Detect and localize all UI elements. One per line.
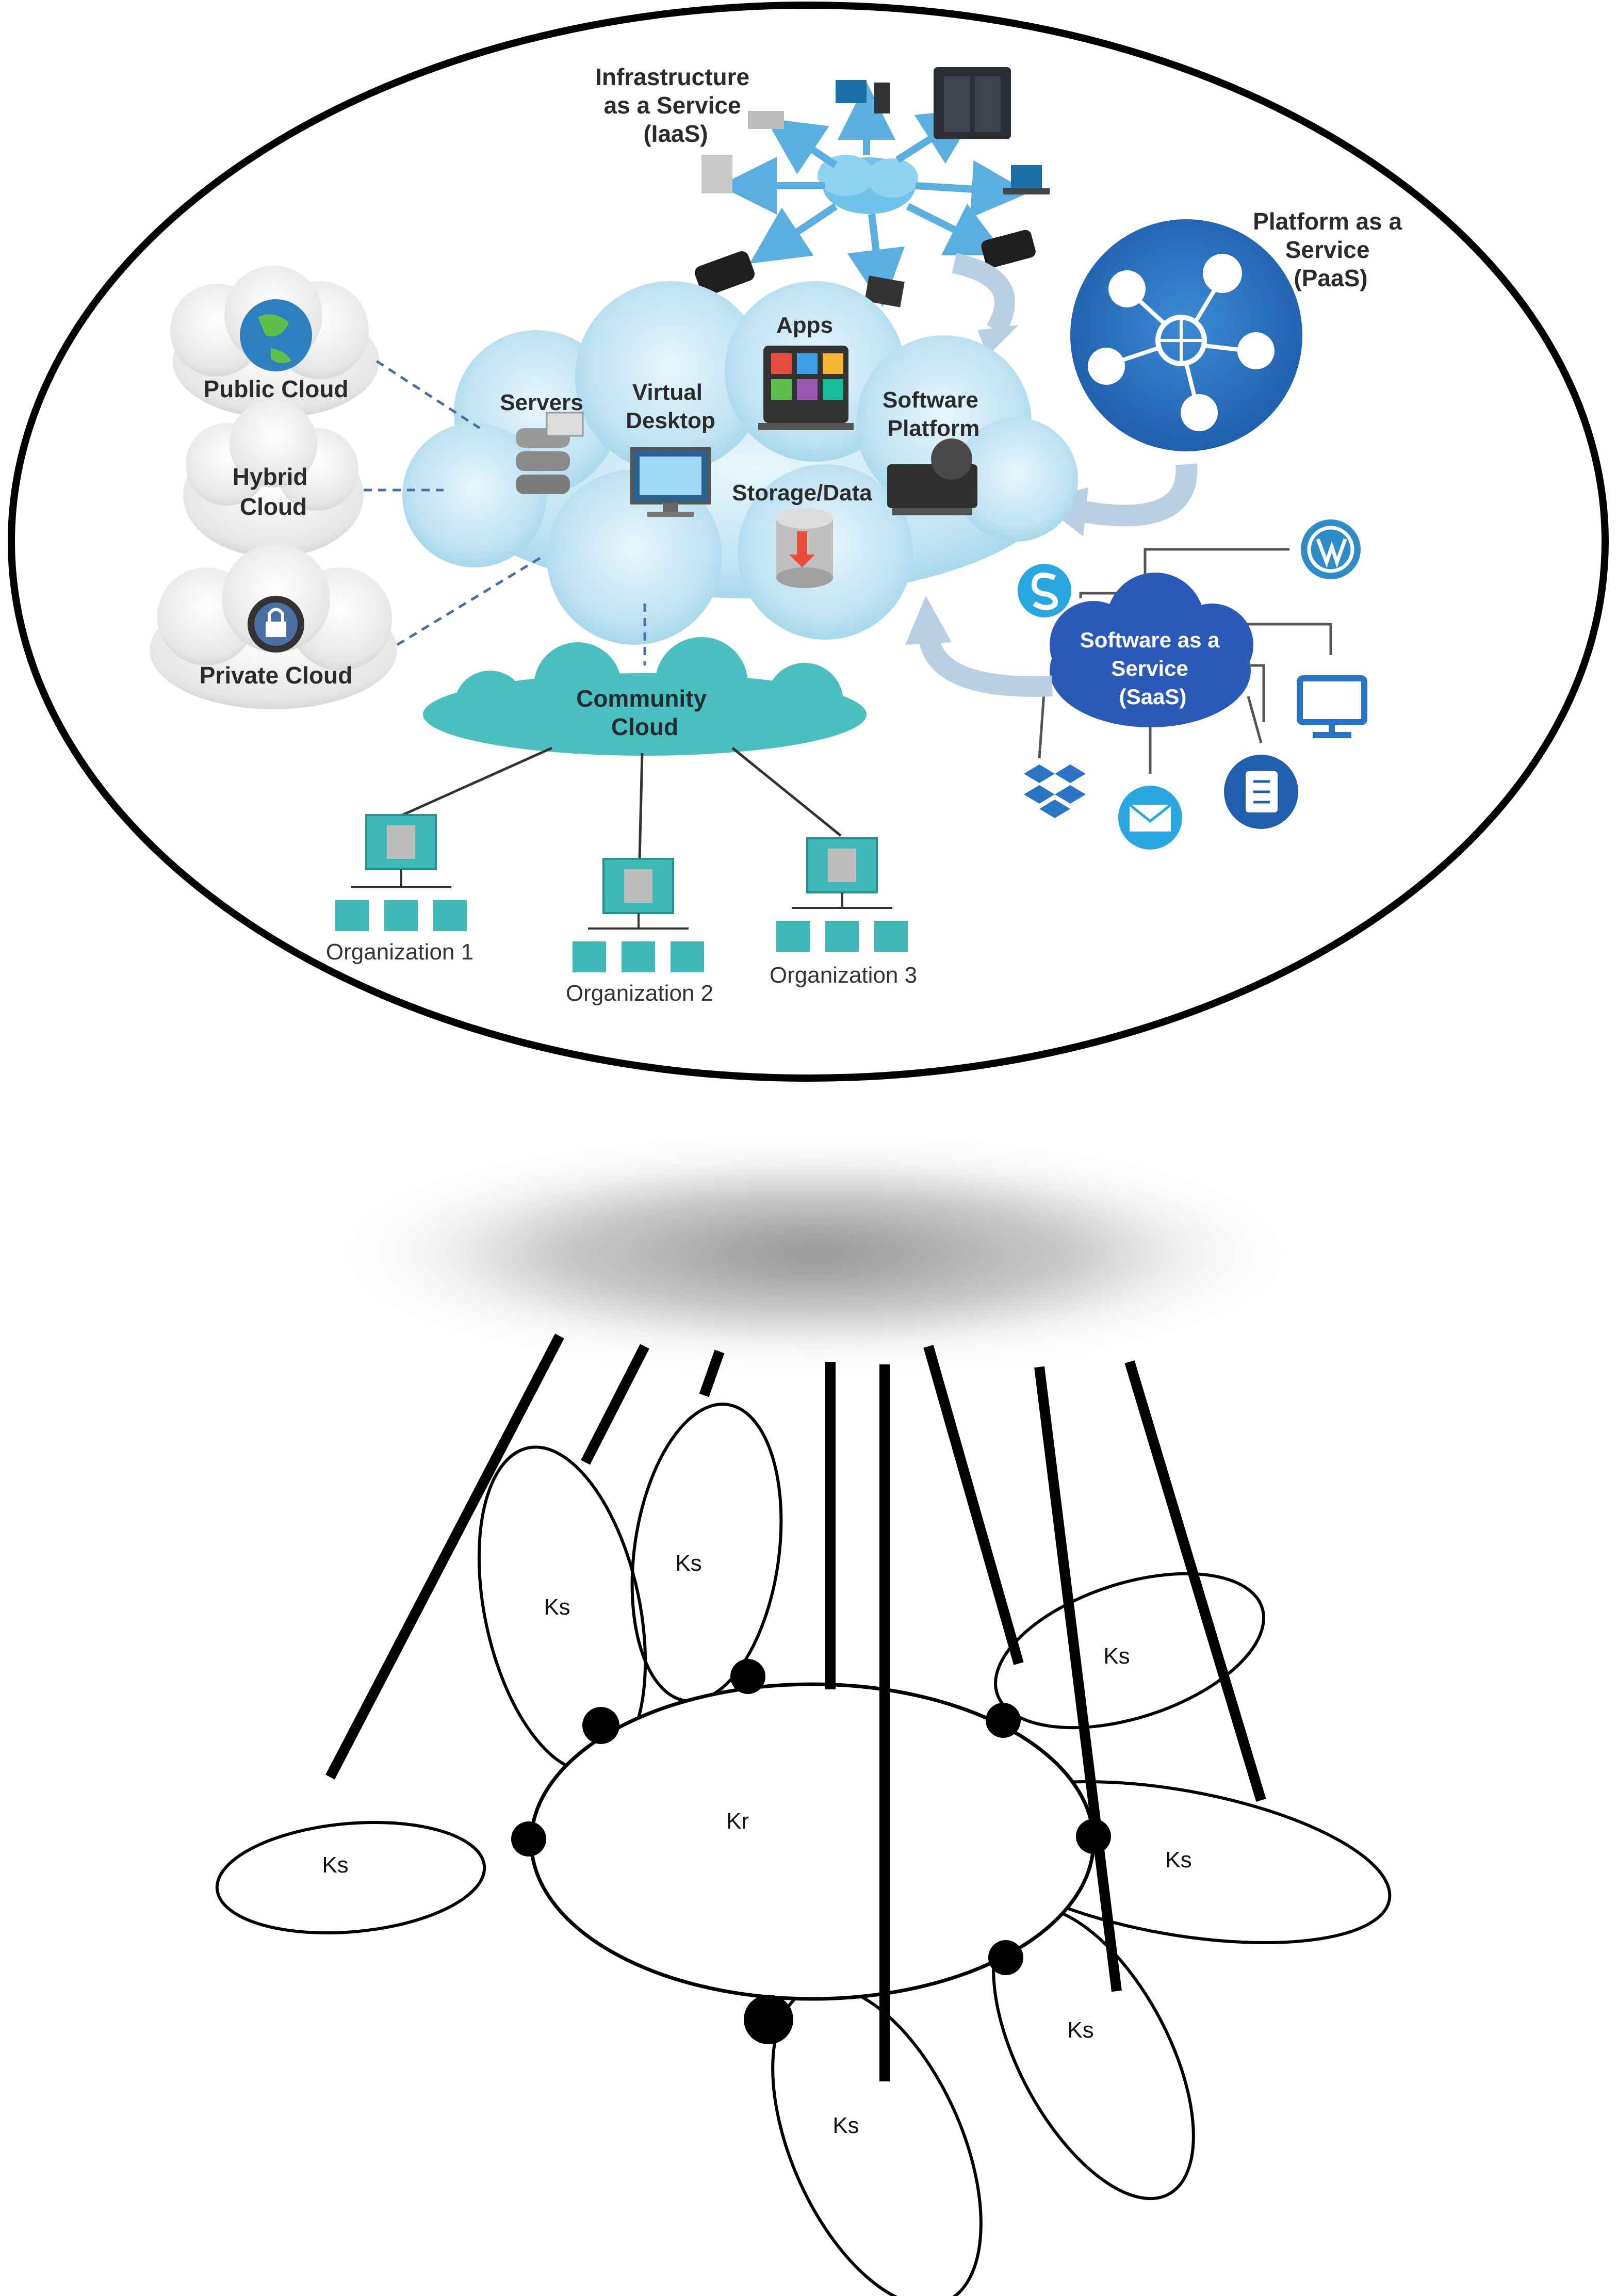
ks-label-5: Ks <box>1067 2017 1093 2043</box>
organization-3-label: Organization 3 <box>770 963 917 988</box>
private-cloud-label: Private Cloud <box>200 662 353 689</box>
ks-label-3: Ks <box>1103 1643 1130 1669</box>
software-platform-label-1: Software <box>883 387 978 413</box>
dropbox-icon <box>1024 764 1086 818</box>
laptop-icon <box>1011 165 1042 188</box>
desktop-icon <box>836 80 867 103</box>
organization-1-label: Organization 1 <box>326 939 473 965</box>
monitor-icon <box>1297 675 1367 738</box>
ring-nodes <box>511 1659 1111 2044</box>
storage-data-label: Storage/Data <box>732 480 872 506</box>
ks-label-1: Ks <box>544 1594 570 1620</box>
iaas-label-2: as a Service <box>604 92 741 119</box>
mail-icon <box>1118 786 1182 850</box>
paas-label-3: (PaaS) <box>1294 265 1367 291</box>
public-cloud-label: Public Cloud <box>203 376 348 402</box>
saas-label-3: (SaaS) <box>1119 685 1187 709</box>
satellite-ks-2 <box>630 1403 783 1703</box>
phone-icon <box>695 251 755 296</box>
iaas-label-3: (IaaS) <box>643 120 708 147</box>
hybrid-cloud <box>183 400 364 557</box>
svg-text:Software as a Service: Software as a Service (SaaS) <box>1080 628 1226 709</box>
iaas-label-1: Infrastructure <box>595 63 749 90</box>
hanging-lines <box>325 1333 1266 2081</box>
satellite-ks-7 <box>215 1820 486 1935</box>
dashed-connectors <box>364 360 646 665</box>
paas-label-2: Service <box>1285 236 1370 263</box>
organization-2 <box>573 858 704 972</box>
community-cloud <box>423 637 867 756</box>
kr-label: Kr <box>726 1809 749 1834</box>
svg-text:Community Cloud: Community Cloud <box>576 685 713 740</box>
virtual-desktop-label-2: Desktop <box>626 408 715 433</box>
apps-icon <box>758 346 854 430</box>
svg-text:Software Platform: Software Platform <box>883 387 985 441</box>
software-platform-label-2: Platform <box>888 416 979 441</box>
satellite-ks-3 <box>994 1572 1265 1730</box>
organization-2-label: Organization 2 <box>566 981 713 1006</box>
monitor-desktop-icon <box>630 447 711 517</box>
community-cloud-label-1: Community <box>576 685 707 712</box>
wordpress-icon <box>1301 519 1361 579</box>
ks-label-6: Ks <box>832 2113 859 2138</box>
paas-label-1: Platform as a <box>1253 208 1402 235</box>
iaas-network <box>695 67 1050 356</box>
saas-label-2: Service <box>1111 656 1188 680</box>
ks-label-2: Ks <box>675 1551 701 1576</box>
shadow-blur <box>320 1140 1310 1367</box>
svg-text:Platform as a Service: Platform as a Service (PaaS) <box>1253 208 1409 291</box>
public-cloud <box>170 266 379 418</box>
servers-icon <box>516 412 584 494</box>
svg-text:Infrastructure as a Servic: Infrastructure as a Service (IaaS) <box>595 63 756 147</box>
organization-3 <box>776 837 908 952</box>
virtual-desktop-label-1: Virtual <box>632 380 703 405</box>
software-platform-icon <box>887 438 977 515</box>
ks-label-7: Ks <box>322 1852 348 1878</box>
skype-icon <box>1018 564 1071 617</box>
svg-text:Hybrid Cloud: Hybrid Cloud <box>233 463 314 520</box>
org-connectors <box>401 746 842 859</box>
svg-text:Virtual Desktop: Virtual Desktop <box>626 380 715 433</box>
notebook-icon <box>1224 755 1298 829</box>
hybrid-cloud-label-1: Hybrid <box>233 463 308 490</box>
organization-1 <box>335 814 467 931</box>
hybrid-cloud-label-2: Cloud <box>240 493 307 520</box>
saas-connectors <box>1038 548 1332 774</box>
paas-circle <box>1070 219 1302 451</box>
ks-label-4: Ks <box>1165 1847 1191 1872</box>
database-icon <box>776 508 833 588</box>
community-cloud-label-2: Cloud <box>611 713 678 740</box>
saas-label-1: Software as a <box>1080 628 1220 652</box>
saas-cloud <box>1050 573 1253 727</box>
apps-label: Apps <box>776 313 833 338</box>
private-cloud <box>150 544 397 709</box>
servers-label: Servers <box>500 390 583 415</box>
